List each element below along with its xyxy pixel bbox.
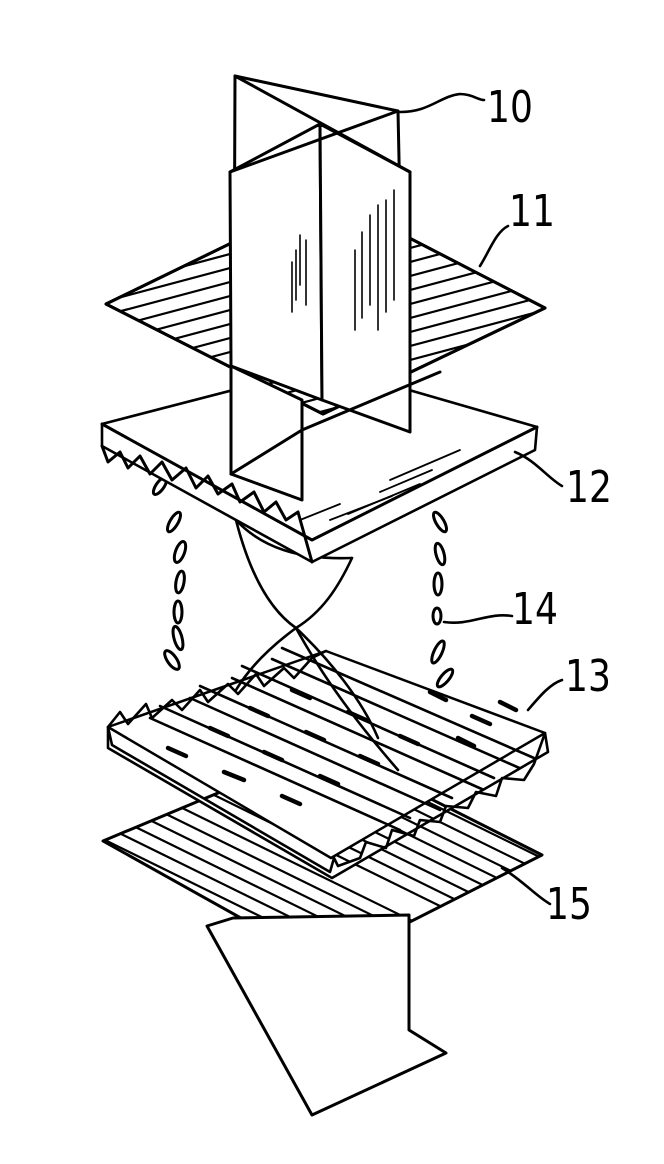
liquid-crystal-molecules-right xyxy=(429,510,455,689)
label-lower-polarizer: 15 xyxy=(546,883,592,927)
label-lower-substrate: 13 xyxy=(565,655,611,699)
label-upper-polarizer: 11 xyxy=(509,190,555,234)
label-polarized-light: 10 xyxy=(487,86,533,130)
label-upper-substrate: 12 xyxy=(566,466,612,510)
label-liquid-crystal-molecules: 14 xyxy=(512,588,558,632)
liquid-crystal-molecules-left xyxy=(151,476,188,672)
exit-light-arrow xyxy=(207,915,446,1115)
